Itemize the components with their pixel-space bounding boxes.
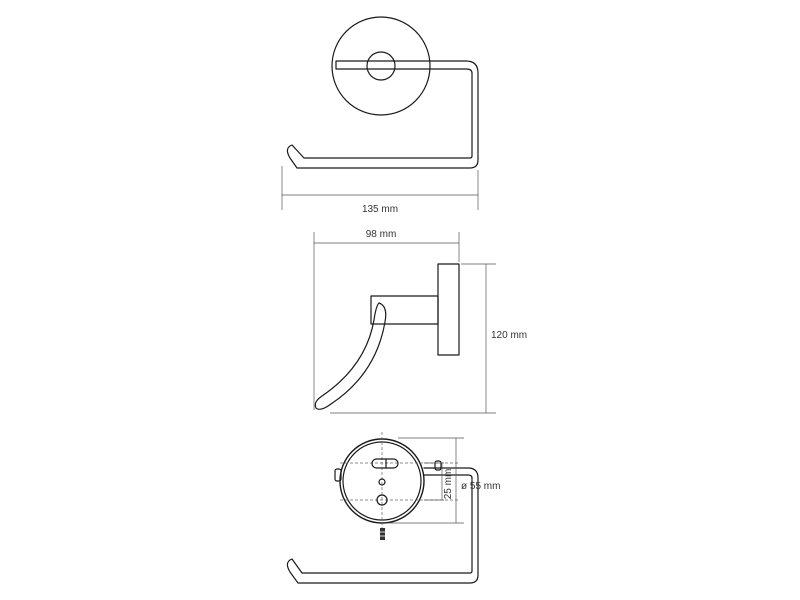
side-arm-block: [370, 295, 439, 325]
front-rosette: [331, 16, 431, 116]
back-set-screw: [380, 528, 385, 540]
dim-120-label: 120 mm: [491, 330, 527, 341]
back-tab-right: [434, 460, 442, 471]
front-arm: [286, 60, 479, 169]
side-view: 98 mm 120 mm: [313, 229, 527, 414]
back-arm: [286, 467, 479, 584]
back-screw-hole-lower: [376, 494, 388, 506]
back-rosette-outer: [339, 438, 425, 524]
back-screw-hole-upper: [378, 478, 386, 486]
dim-55-label: ø 55 mm: [461, 481, 500, 492]
dim-135-label: 135 mm: [362, 204, 398, 215]
back-tab-left: [334, 468, 342, 482]
back-view: 25 mm ø 55 mm: [286, 432, 500, 584]
front-view: 135 mm: [281, 16, 479, 215]
side-wall-plate: [437, 263, 460, 356]
back-keyhole-slot: [371, 458, 399, 469]
front-hub: [366, 51, 396, 81]
side-curved-arm: [314, 302, 387, 410]
dim-25-label: 25 mm: [443, 469, 454, 500]
dim-98-label: 98 mm: [366, 229, 397, 240]
